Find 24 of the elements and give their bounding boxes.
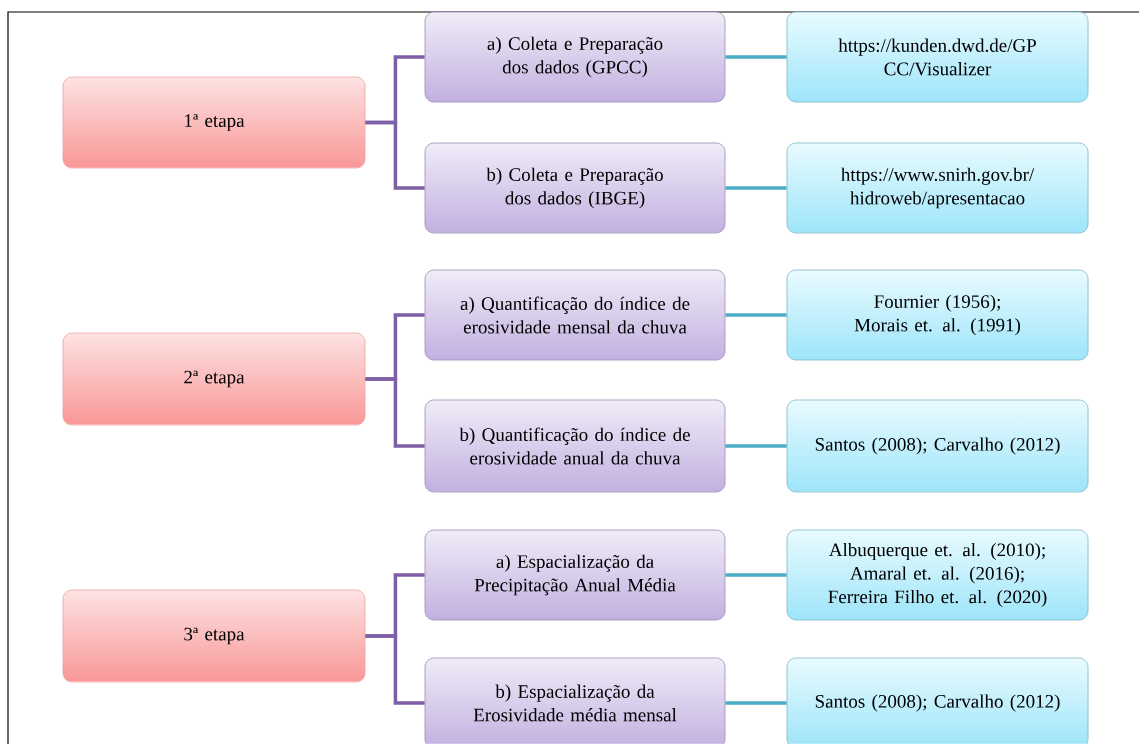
step-box: a) Espacialização da Precipitação Anual Média <box>424 529 726 621</box>
step-box: b) Quantificação do índice de erosividade anual da chuva <box>424 399 726 493</box>
source-box: Fournier (1956); Morais et. al. (1991) <box>786 269 1089 361</box>
step-box: b) Espacialização da Erosividade média mensal <box>424 657 726 744</box>
branch-connector <box>365 120 425 190</box>
stage-box: 2ª etapa <box>62 332 366 426</box>
source-box: Albuquerque et. al. (2010); Amaral et. al. (2016); Ferreira Filho et. al. (2020) <box>786 529 1089 621</box>
stage-box: 1ª etapa <box>62 76 366 169</box>
step-box: b) Coleta e Preparação dos dados (IBGE) <box>424 142 726 234</box>
connector-line <box>725 313 787 317</box>
source-box: Santos (2008); Carvalho (2012) <box>786 399 1089 493</box>
branch-connector <box>365 377 425 448</box>
branch-connector <box>365 634 425 705</box>
connector-line <box>725 444 787 448</box>
step-box: a) Quantificação do índice de erosividade mensal da chuva <box>424 269 726 361</box>
connector-line <box>725 573 787 577</box>
source-box: https://www.snirh.gov.br/ hidroweb/apresentacao <box>786 142 1089 234</box>
source-box: Santos (2008); Carvalho (2012) <box>786 657 1089 744</box>
connector-line <box>725 186 787 190</box>
source-box: https://kunden.dwd.de/GP CC/Visualizer <box>786 11 1089 103</box>
connector-line <box>725 701 787 705</box>
step-box: a) Coleta e Preparação dos dados (GPCC) <box>424 11 726 103</box>
connector-line <box>725 55 787 59</box>
stage-box: 3ª etapa <box>62 589 366 683</box>
